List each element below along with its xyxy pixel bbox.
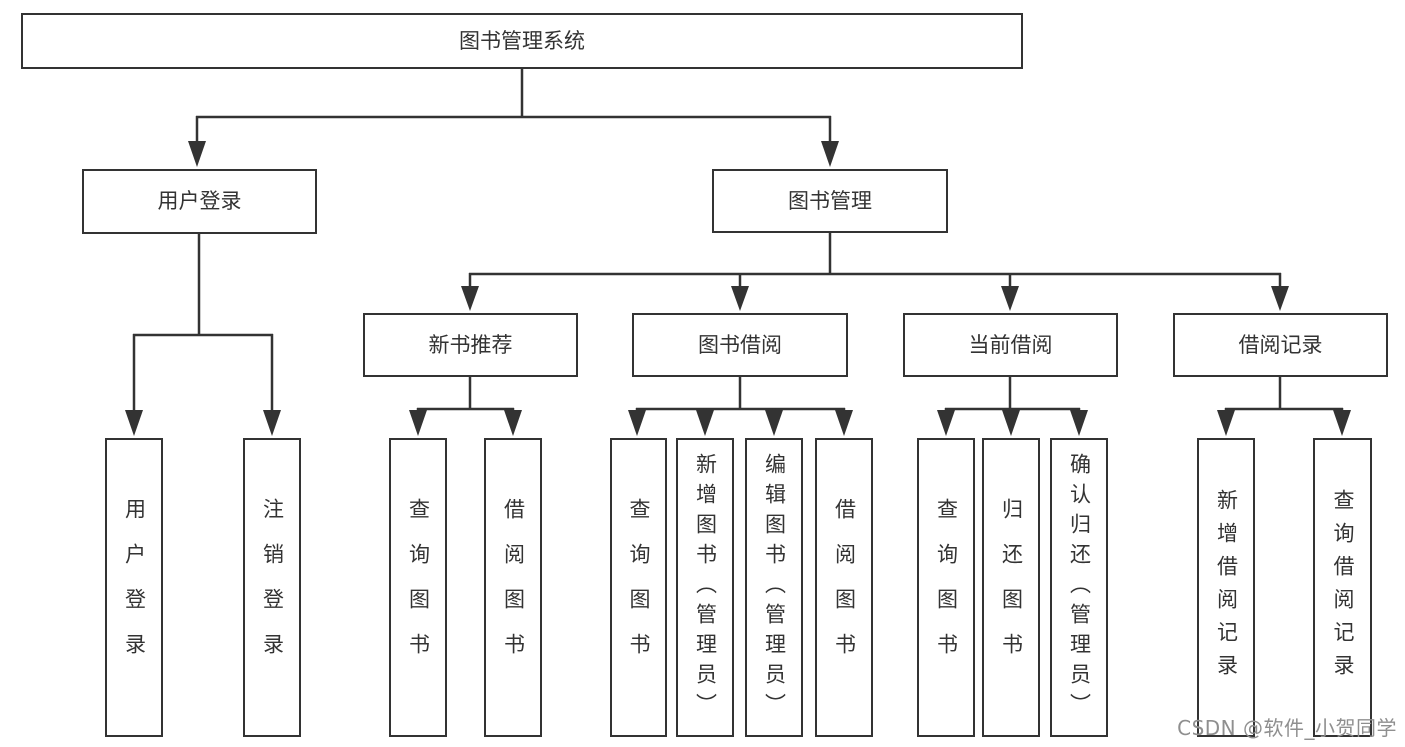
leaf-logout: 注销登录 bbox=[243, 438, 301, 737]
node-user-login: 用户登录 bbox=[82, 169, 317, 234]
leaf-query-books-borrowing: 查询图书 bbox=[610, 438, 667, 737]
csdn-watermark: CSDN @软件_小贺同学 bbox=[1177, 716, 1397, 740]
leaf-return-books: 归还图书 bbox=[982, 438, 1040, 737]
leaf-borrow-books: 借阅图书 bbox=[815, 438, 873, 737]
node-current-borrowing: 当前借阅 bbox=[903, 313, 1118, 377]
leaf-query-borrow-record: 查询借阅记录 bbox=[1313, 438, 1372, 737]
leaf-borrow-books-recommend: 借阅图书 bbox=[484, 438, 542, 737]
leaf-query-books-recommend: 查询图书 bbox=[389, 438, 447, 737]
leaf-confirm-return-admin: 确认归还（管理员） bbox=[1050, 438, 1108, 737]
leaf-edit-book-admin: 编辑图书（管理员） bbox=[745, 438, 803, 737]
node-borrowing-records: 借阅记录 bbox=[1173, 313, 1388, 377]
node-book-management: 图书管理 bbox=[712, 169, 948, 233]
leaf-user-login: 用户登录 bbox=[105, 438, 163, 737]
leaf-add-borrow-record: 新增借阅记录 bbox=[1197, 438, 1255, 737]
node-book-borrowing: 图书借阅 bbox=[632, 313, 848, 377]
leaf-query-books-current: 查询图书 bbox=[917, 438, 975, 737]
node-new-book-recommend: 新书推荐 bbox=[363, 313, 578, 377]
node-library-management-system: 图书管理系统 bbox=[21, 13, 1023, 69]
leaf-add-book-admin: 新增图书（管理员） bbox=[676, 438, 734, 737]
